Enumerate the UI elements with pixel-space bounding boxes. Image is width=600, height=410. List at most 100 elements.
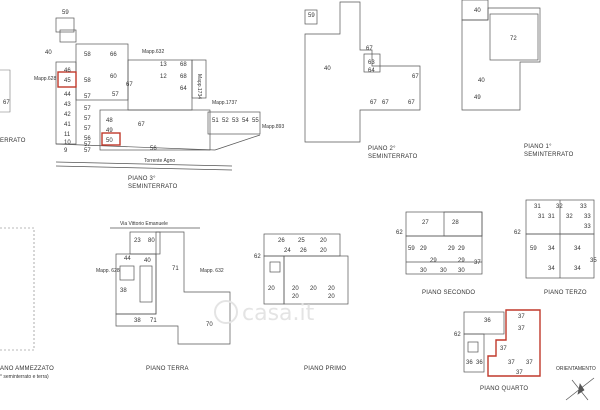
- unit-label: 72: [510, 36, 517, 42]
- unit-label: 20: [310, 286, 317, 292]
- mapp-label: Mapp.1737: [212, 100, 237, 106]
- unit-label: 59: [408, 246, 415, 252]
- unit-label: 37: [474, 260, 481, 266]
- plan-caption: PIANO PRIMO: [304, 366, 346, 372]
- unit-label: 64: [180, 86, 187, 92]
- unit-label: 26: [300, 248, 307, 254]
- unit-label: 29: [448, 246, 455, 252]
- unit-label: 31: [538, 214, 545, 220]
- unit-label: 57: [84, 148, 91, 154]
- stair-core: [467, 341, 479, 353]
- compass-icon: [565, 377, 595, 401]
- unit-label: 30: [420, 268, 427, 274]
- unit-label: 36: [466, 360, 473, 366]
- plan-caption: SEMINTERRATO: [368, 154, 418, 160]
- plan-caption: PIANO TERZO: [544, 290, 587, 296]
- unit-label: 36: [476, 360, 483, 366]
- unit-label: 25: [298, 238, 305, 244]
- river-line: [55, 161, 233, 167]
- unit-label: 40: [324, 66, 331, 72]
- unit-label: 26: [278, 238, 285, 244]
- unit-label: 20: [292, 286, 299, 292]
- unit-label: 46: [64, 68, 71, 74]
- plan-piano-2-seminterrato: [304, 1, 421, 143]
- unit-label: 34: [548, 246, 555, 252]
- unit-label: 29: [458, 246, 465, 252]
- plan-caption: PIANO TERRA: [146, 366, 189, 372]
- unit-label: 29: [430, 258, 437, 264]
- unit-box: [263, 255, 285, 305]
- highlight-unit-37: [487, 309, 541, 377]
- unit-label: 49: [474, 95, 481, 101]
- unit-label: 42: [64, 112, 71, 118]
- unit-label: 40: [144, 258, 151, 264]
- plan-piano-terzo: [525, 199, 595, 279]
- plan-caption: ° seminterrato e terra): [0, 374, 49, 380]
- unit-label: 71: [172, 266, 179, 272]
- unit-label: 58: [84, 78, 91, 84]
- unit-label: 33: [584, 224, 591, 230]
- unit-label: 38: [120, 288, 127, 294]
- unit-label: 62: [396, 230, 403, 236]
- unit-label: 32: [566, 214, 573, 220]
- building-block: [283, 255, 349, 305]
- street-label: Via Vittorio Emanuele: [120, 221, 168, 227]
- unit-label: 40: [478, 78, 485, 84]
- unit-label: 34: [574, 266, 581, 272]
- unit-label: 20: [328, 286, 335, 292]
- unit-box: [443, 211, 483, 237]
- unit-label: 67: [382, 100, 389, 106]
- unit-label: 57: [84, 116, 91, 122]
- unit-label: 30: [458, 268, 465, 274]
- unit-label: 70: [206, 322, 213, 328]
- unit-label: 57: [84, 94, 91, 100]
- boundary-line: [55, 143, 216, 151]
- plan-piano-terra: [110, 227, 231, 345]
- stair-core: [269, 261, 281, 273]
- unit-label: 40: [45, 50, 52, 56]
- river-label: Torrente Agno: [144, 158, 175, 164]
- unit-label: 49: [106, 128, 113, 134]
- unit-label: 20: [328, 294, 335, 300]
- unit-label: 57: [112, 92, 119, 98]
- unit-label: 32: [556, 204, 563, 210]
- unit-label: 31: [534, 204, 541, 210]
- plan-piano-quarto: [463, 311, 505, 373]
- highlight-unit-45: [57, 71, 77, 88]
- watermark-logo: casa.it: [214, 300, 315, 326]
- unit-label: 52: [222, 118, 229, 124]
- unit-label: 54: [242, 118, 249, 124]
- unit-label: 55: [252, 118, 259, 124]
- plan-piano-secondo: [405, 211, 483, 275]
- partial-outline: [0, 69, 11, 113]
- unit-label: 20: [320, 238, 327, 244]
- unit-column: [55, 61, 77, 145]
- unit-label: 62: [254, 254, 261, 260]
- unit-label: 64: [368, 68, 375, 74]
- unit-label: 41: [64, 122, 71, 128]
- unit-label: 9: [64, 148, 68, 154]
- annex-block: [191, 59, 207, 99]
- boundary-line: [214, 134, 261, 151]
- unit-box: [59, 29, 77, 43]
- partial-outline-dashed: [0, 227, 35, 351]
- garage-row: [207, 111, 261, 135]
- unit-label: 59: [62, 10, 69, 16]
- unit-72: [489, 13, 539, 61]
- watermark-text: casa.it: [242, 301, 315, 326]
- mapp-label: Mapp.628: [34, 76, 56, 82]
- unit-label: 68: [180, 74, 187, 80]
- plan-piano-1-seminterrato: [461, 0, 541, 111]
- building-outline: [115, 231, 231, 345]
- building-block: [99, 109, 211, 151]
- unit-label: 67: [370, 100, 377, 106]
- unit-label: 33: [584, 214, 591, 220]
- unit-label: 44: [124, 256, 131, 262]
- mapp-label: Mapp. 628: [96, 268, 120, 274]
- unit-label: 37: [518, 326, 525, 332]
- river-line: [55, 165, 233, 171]
- unit-label: 37: [516, 370, 523, 376]
- unit-label: 27: [422, 220, 429, 226]
- unit-label: 29: [458, 258, 465, 264]
